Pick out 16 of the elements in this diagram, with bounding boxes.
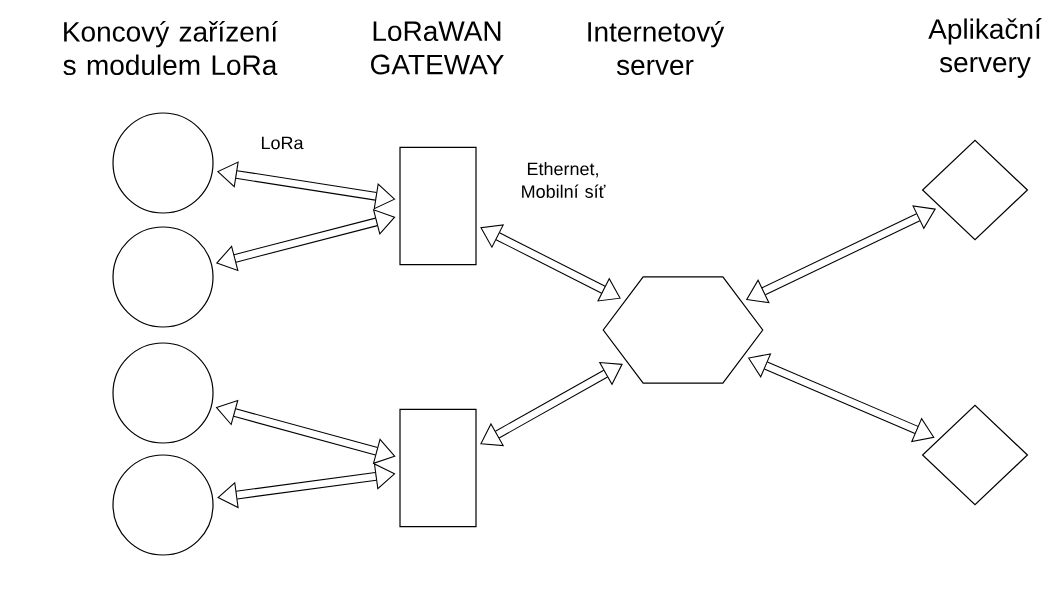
device-circle [112,454,214,556]
double-arrow [480,361,623,447]
column-heading: LoRaWAN GATEWAY [371,21,504,75]
edge-label: LoRa [262,136,304,150]
column-heading: Aplikační servery [928,18,1042,78]
device-circle [112,342,214,444]
gateway-box [399,146,477,266]
gateway-box [399,408,477,528]
server-hexagon [602,276,764,384]
column-heading: Koncový zařízení s modulem LoRa [63,20,278,76]
double-arrow [480,224,621,302]
double-arrow [217,463,396,509]
column-heading: Internetový server [588,20,725,76]
edge-label: Ethernet, Mobilní síť [522,162,606,198]
device-circle [112,112,214,214]
device-circle [112,226,214,328]
